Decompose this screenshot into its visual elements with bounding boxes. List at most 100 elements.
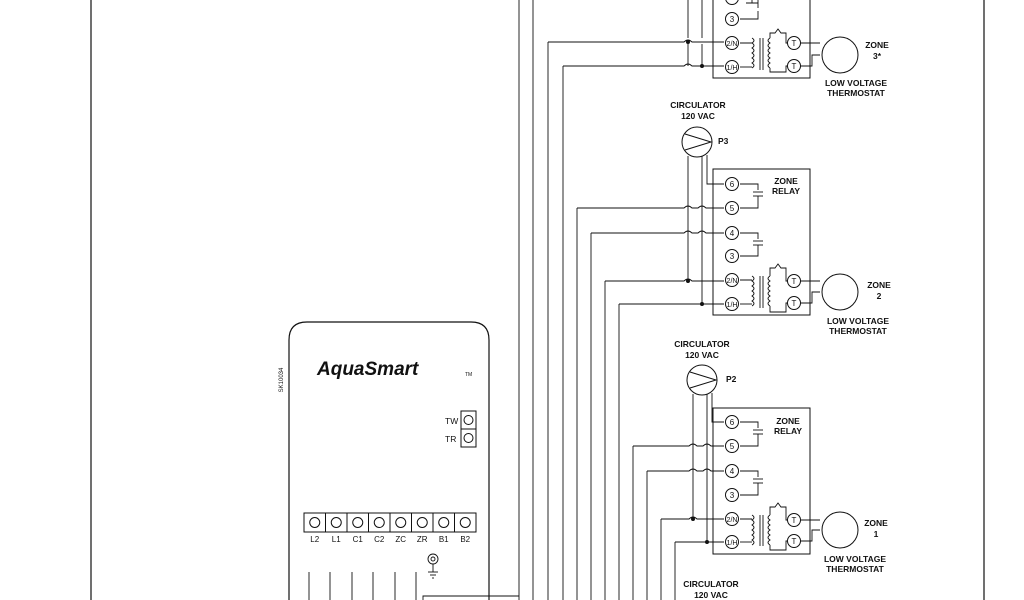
zone-1-relay-label-2: RELAY: [774, 426, 802, 436]
terminal-screw-tw: [463, 415, 474, 425]
zone-1-relay-terminal-4: 4: [725, 464, 739, 478]
zone-1-group: CIRCULATOR 120 VAC P2 ZONE RELAY 6 5 4: [633, 339, 888, 574]
zone-3-thermostat-label-1: LOW VOLTAGE: [825, 78, 887, 88]
svg-text:2/N: 2/N: [727, 517, 738, 524]
ground-screw-icon: [427, 553, 439, 579]
zone-2-thermostat-wire: [800, 280, 820, 304]
zone-2-relay-terminal-3: 3: [725, 249, 739, 263]
terminal-label-zc: ZC: [395, 535, 406, 544]
bottom-circulator-group: CIRCULATOR 120 VAC: [683, 579, 738, 600]
zone-2-relay-terminal-4: 4: [725, 226, 739, 240]
zone-2-relay-terminal-6: 6: [725, 177, 739, 191]
svg-text:1/H: 1/H: [727, 65, 738, 72]
zone-2-contacts-icon: [740, 183, 763, 257]
terminal-label-tr: TR: [445, 434, 456, 444]
zone-1-pump-id: P2: [726, 374, 737, 384]
zone-3-relay-box: [712, 0, 811, 79]
zone-1-thermostat-terminal-2: T: [787, 534, 801, 548]
terminal-label-l2: L2: [310, 535, 319, 544]
terminal-label-b1: B1: [439, 535, 449, 544]
svg-text:5: 5: [730, 204, 735, 213]
svg-text:3: 3: [730, 252, 735, 261]
bus-wires: [518, 0, 676, 600]
svg-text:3: 3: [730, 15, 735, 24]
terminal-screw-c2: [373, 517, 385, 528]
zone-3-relay-terminal-3: 3: [725, 12, 739, 26]
zone-3-feed-wires: [548, 0, 724, 67]
terminal-screw-zc: [395, 517, 407, 528]
zone-2-number: 2: [877, 291, 882, 301]
zone-1-relay-terminal-5: 5: [725, 439, 739, 453]
zone-3-thermostat-label-2: THERMOSTAT: [827, 88, 886, 98]
zone-1-feed-wires: [633, 443, 724, 543]
bottom-circulator-label-2: 120 VAC: [694, 590, 728, 600]
zone-1-relay-terminal-3: 3: [725, 488, 739, 502]
wire-junction-box: [422, 595, 519, 600]
zone-2-label: ZONE: [867, 280, 891, 290]
zone-1-thermostat-terminal-1: T: [787, 513, 801, 527]
terminal-label-zr: ZR: [417, 535, 428, 544]
zone-3-thermostat-terminal-1: T: [787, 36, 801, 50]
svg-text:1/H: 1/H: [727, 540, 738, 547]
svg-text:6: 6: [730, 418, 735, 427]
zone-3-relay-terminal-2n: 2/N: [725, 36, 739, 50]
zone-1-transformer-icon: [740, 502, 790, 551]
zone-2-pump-icon: [681, 126, 713, 158]
svg-text:5: 5: [730, 442, 735, 451]
svg-text:3: 3: [730, 491, 735, 500]
terminal-screw-zr: [416, 517, 428, 528]
svg-text:T: T: [792, 39, 797, 48]
zone-3-number: 3*: [873, 51, 882, 61]
svg-text:T: T: [792, 277, 797, 286]
zone-3-label: ZONE: [865, 40, 889, 50]
zone-2-relay-terminal-5: 5: [725, 201, 739, 215]
zone-3-transformer-icon: [740, 0, 790, 73]
zone-1-number: 1: [874, 529, 879, 539]
zone-2-pump-wires: [687, 155, 724, 304]
zone-1-thermostat-label-2: THERMOSTAT: [826, 564, 885, 574]
zone-3-thermostat-icon: [821, 36, 859, 74]
zone-2-thermostat-icon: [821, 273, 859, 311]
svg-text:2/N: 2/N: [727, 41, 738, 48]
controller-part-code: SK10034: [279, 367, 285, 392]
terminal-label-tw: TW: [445, 416, 458, 426]
zone-2-pump-id: P3: [718, 136, 729, 146]
zone-3-relay-terminal-1h: 1/H: [725, 60, 739, 74]
zone-2-thermostat-label-1: LOW VOLTAGE: [827, 316, 889, 326]
svg-text:T: T: [792, 299, 797, 308]
svg-text:2/N: 2/N: [727, 278, 738, 285]
terminal-screw-b2: [459, 517, 471, 528]
zone-2-thermostat-label-2: THERMOSTAT: [829, 326, 888, 336]
svg-text:6: 6: [730, 180, 735, 189]
zone-3-thermostat-terminal-2: T: [787, 59, 801, 73]
zone-2-circulator-label-2: 120 VAC: [681, 111, 715, 121]
zone-1-thermostat-wire: [800, 519, 820, 542]
terminal-label-c1: C1: [353, 535, 364, 544]
zone-2-relay-terminal-2n: 2/N: [725, 273, 739, 287]
zone-1-relay-terminal-2n: 2/N: [725, 512, 739, 526]
zone-2-transformer-icon: [740, 263, 790, 313]
zone-1-circulator-label-1: CIRCULATOR: [674, 339, 729, 349]
controller-brand-logo: AquaSmart: [316, 359, 419, 380]
zone-2-group: CIRCULATOR 120 VAC P3 ZONE RELAY 6 5 4: [577, 100, 891, 336]
zone-1-pump-icon: [686, 364, 718, 396]
zone-1-relay-box: [712, 407, 811, 555]
terminal-screw-tr: [463, 433, 474, 443]
svg-text:T: T: [792, 516, 797, 525]
terminal-screw-c1: [352, 517, 364, 528]
zone-1-pump-wires: [692, 393, 724, 542]
zone-2-relay-box: [712, 168, 811, 316]
zone-1-relay-terminal-6: 6: [725, 415, 739, 429]
svg-text:T: T: [792, 62, 797, 71]
zone-1-circulator-label-2: 120 VAC: [685, 350, 719, 360]
terminal-label-l1: L1: [332, 535, 341, 544]
zone-2-thermostat-terminal-1: T: [787, 274, 801, 288]
zone-3-relay-terminal: [725, 0, 739, 5]
zone-2-circulator-label-1: CIRCULATOR: [670, 100, 725, 110]
svg-text:4: 4: [730, 229, 735, 238]
controller-trademark: TM: [465, 372, 472, 378]
terminal-label-b2: B2: [460, 535, 470, 544]
bottom-circulator-label-1: CIRCULATOR: [683, 579, 738, 589]
